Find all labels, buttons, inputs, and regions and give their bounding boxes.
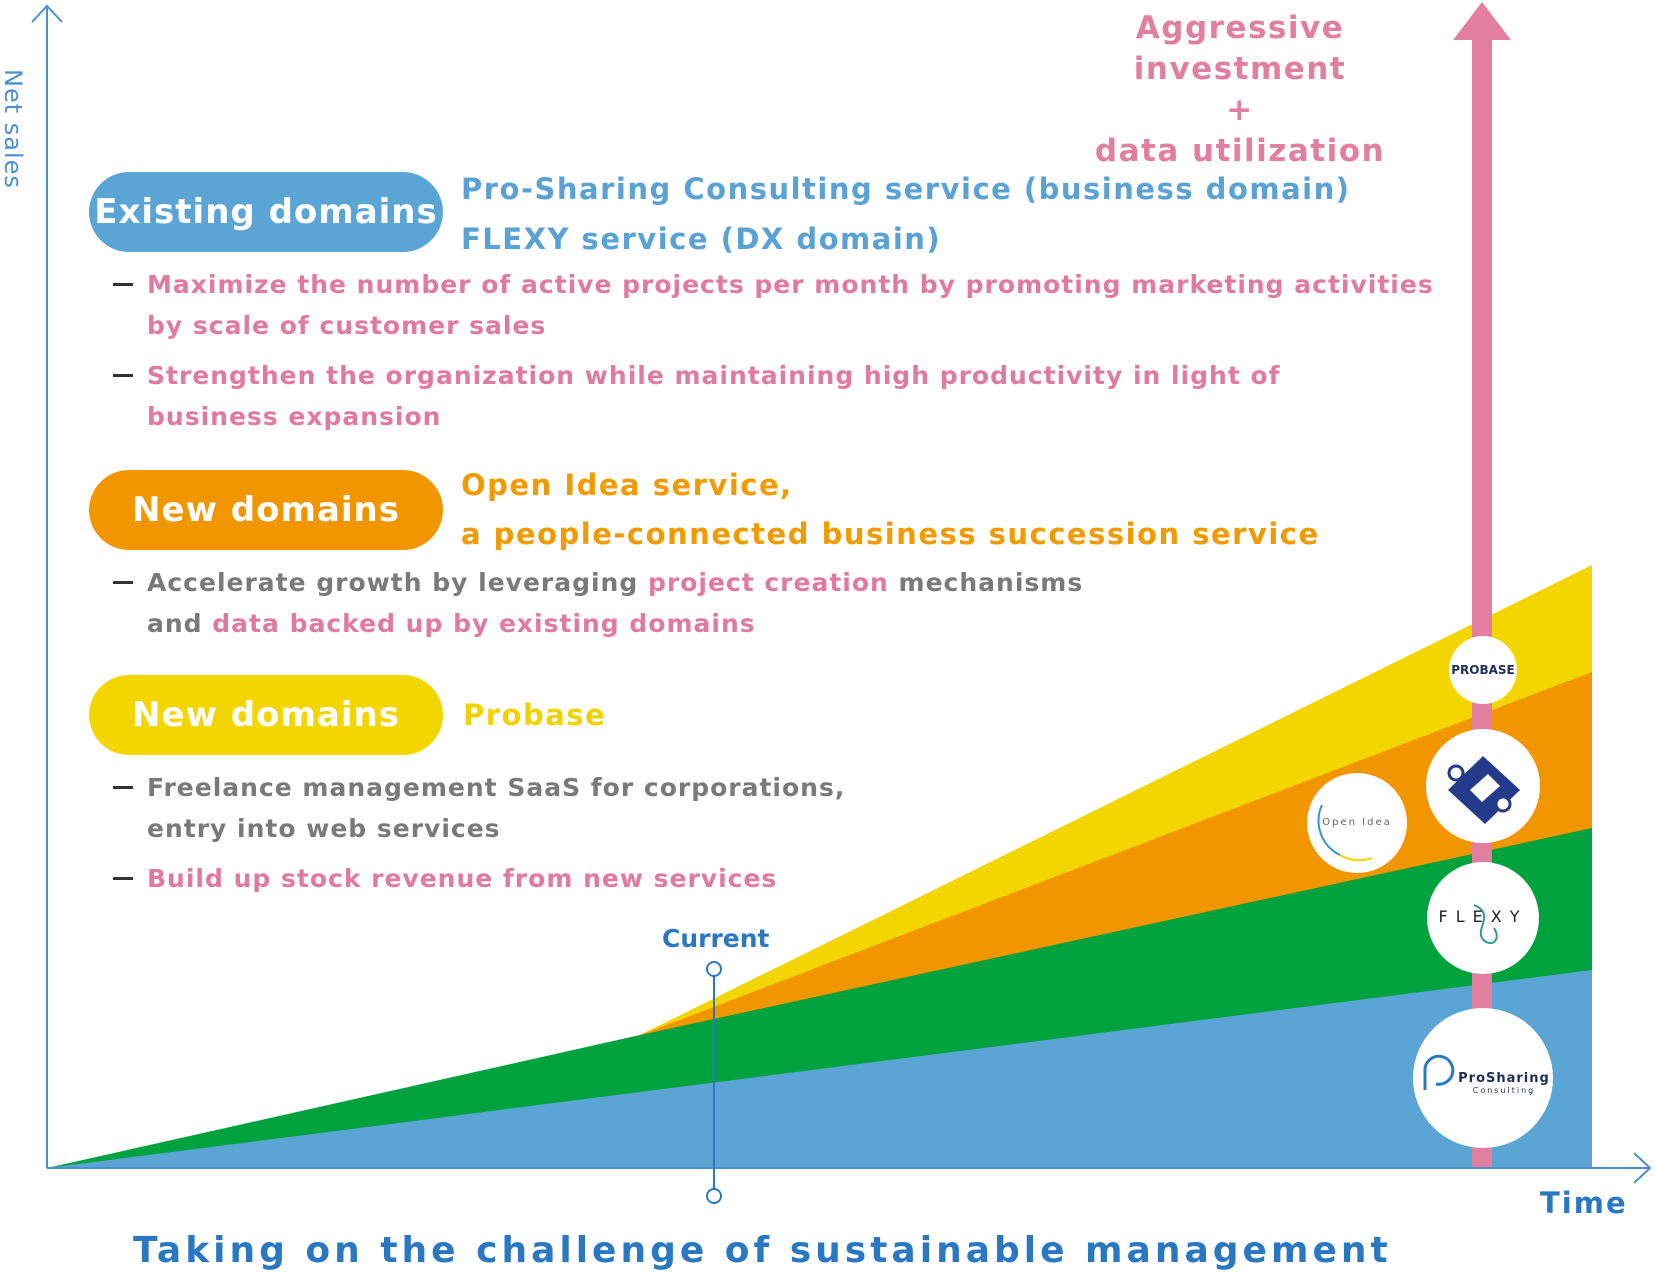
existing-bullet-2-dash [113,374,133,377]
existing-bullet-1-dash [113,283,133,286]
openidea-service-2: a people-connected business succession s… [461,517,1320,551]
prosharing-logo-text-sub: Consulting [1472,1086,1536,1095]
investment-label: Aggressive investment + data utilization [1040,8,1440,172]
existing-bullet-1: Maximize the number of active projects p… [147,264,1434,346]
prosharing-logo [1413,1008,1553,1148]
existing-bullet-2: Strengthen the organization while mainta… [147,355,1281,437]
current-label: Current [662,924,770,953]
investment-label-plus: + [1226,92,1254,128]
flexy-logo-text: FLEXY [1438,907,1528,926]
y-axis-label: Net sales [0,69,27,189]
probase-bullet-1: Freelance management SaaS for corporatio… [147,767,845,849]
existing-service-1: Pro-Sharing Consulting service (business… [461,172,1351,206]
secondary-service-logo-icon [1426,729,1540,843]
investment-arrow-head [1453,2,1511,40]
prosharing-logo-text-main: ProSharing [1458,1071,1550,1086]
probase-logo-text: PROBASE [1451,663,1515,677]
openidea-bullet-highlight-1: project creation [647,568,889,597]
current-marker-bottom-dot [706,1188,722,1204]
x-axis-label: Time [1540,1186,1628,1220]
probase-bullet-1-line2: entry into web services [147,814,501,843]
openidea-logo [1307,773,1407,873]
openidea-bullet-text-a: Accelerate growth by leveraging [147,568,648,597]
blue-area-prosharing [47,970,1592,1168]
probase-service-1: Probase [463,698,607,732]
openidea-bullet-1-dash [113,581,133,584]
openidea-bullet-1: Accelerate growth by leveraging project … [147,562,1083,644]
investment-arrow-shaft [1472,36,1492,1168]
openidea-logo-text: Open Idea [1322,817,1392,828]
openidea-bullet-1-line2: and data backed up by existing domains [147,603,1083,644]
probase-bullet-1-dash [113,786,133,789]
existing-bullet-2-line2: business expansion [147,402,442,431]
new-domains-pill-probase: New domains [89,675,443,755]
existing-bullet-1-line1: Maximize the number of active projects p… [147,270,1434,299]
existing-bullet-2-line1: Strengthen the organization while mainta… [147,361,1281,390]
new-domains-pill-openidea: New domains [89,470,443,550]
existing-domains-pill: Existing domains [89,172,443,252]
openidea-bullet-text-c: mechanisms [888,568,1084,597]
x-axis-arrow-icon [1633,1152,1652,1184]
openidea-bullet-highlight-2: data backed up by existing domains [212,609,756,638]
flexy-logo [1427,862,1539,974]
probase-bullet-2: Build up stock revenue from new services [147,864,778,893]
openidea-bullet-1-line1: Accelerate growth by leveraging project … [147,562,1083,603]
footer-title: Taking on the challenge of sustainable m… [133,1230,1392,1271]
investment-label-line3: data utilization [1094,133,1386,169]
existing-bullet-1-line2: by scale of customer sales [147,311,547,340]
probase-bullet-1-line1: Freelance management SaaS for corporatio… [147,773,846,802]
openidea-bullet-text-d: and [147,609,213,638]
probase-logo [1449,636,1517,704]
y-axis-arrow-icon [31,4,63,23]
current-marker-top-dot [706,961,722,977]
existing-service-2: FLEXY service (DX domain) [461,222,942,256]
investment-label-line1: Aggressive investment [1133,10,1347,87]
prosharing-logo-text: ProSharing Consulting [1449,1071,1559,1095]
openidea-service-1: Open Idea service, [461,468,793,502]
probase-bullet-2-dash [113,877,133,880]
